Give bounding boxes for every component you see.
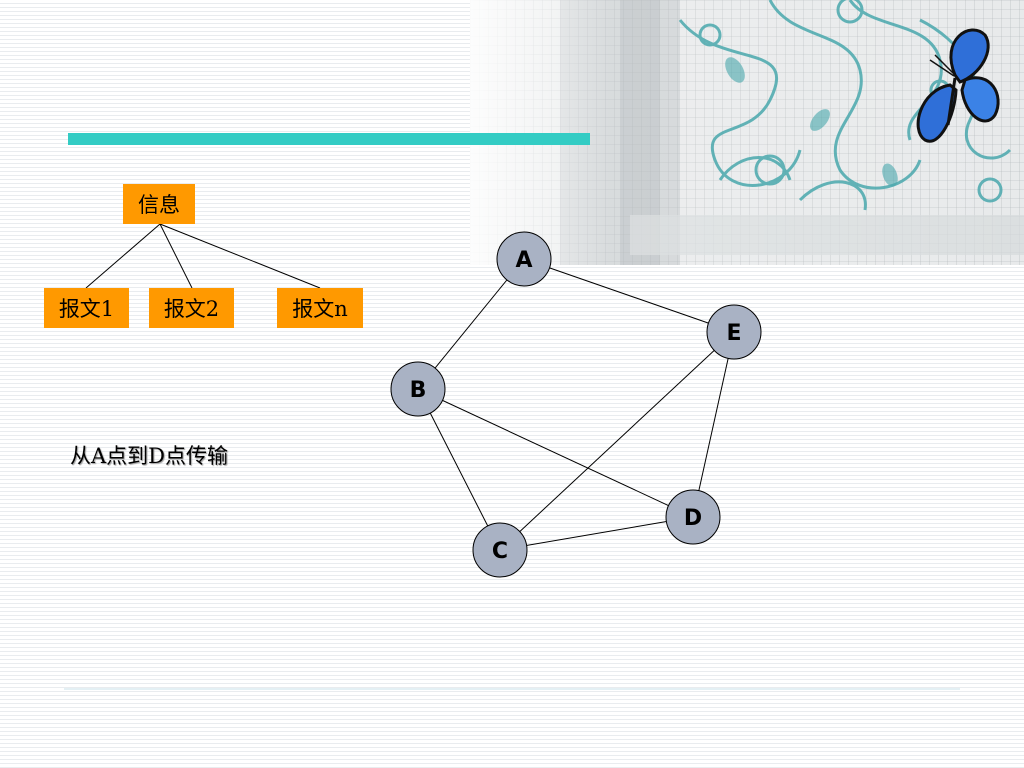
node-label: B xyxy=(410,378,427,403)
edge-e-d xyxy=(692,331,735,518)
node-label: A xyxy=(515,248,532,273)
node-label: C xyxy=(492,539,508,564)
node-circle xyxy=(496,231,552,287)
node-b: B xyxy=(390,361,446,417)
node-circle xyxy=(706,304,762,360)
node-e: E xyxy=(706,304,762,360)
tree-child-box-2: 报文2 xyxy=(149,288,234,328)
tree-root-box: 信息 xyxy=(123,184,195,224)
node-circle xyxy=(665,489,721,545)
node-c: C xyxy=(472,522,528,578)
tree-child-box-n: 报文n xyxy=(277,288,363,328)
node-label: D xyxy=(684,506,702,531)
node-circle xyxy=(390,361,446,417)
node-circle xyxy=(472,522,528,578)
edge-c-e xyxy=(499,331,735,551)
edge-c-d xyxy=(499,516,694,551)
node-label: E xyxy=(726,321,741,346)
tree-child-box-1: 报文1 xyxy=(44,288,129,328)
edge-b-c xyxy=(417,388,501,551)
caption: 从A点到D点传输 xyxy=(70,444,229,468)
decorative-ornament xyxy=(470,0,1024,265)
node-a: A xyxy=(496,231,552,287)
accent-bar xyxy=(68,133,590,145)
edge-a-b xyxy=(417,258,525,390)
node-d: D xyxy=(665,489,721,545)
bottom-rule xyxy=(64,688,960,690)
edge-a-e xyxy=(523,258,735,333)
tree-connectors xyxy=(85,223,321,289)
edge-b-d xyxy=(417,388,694,518)
blue-butterfly-icon xyxy=(916,28,1000,143)
